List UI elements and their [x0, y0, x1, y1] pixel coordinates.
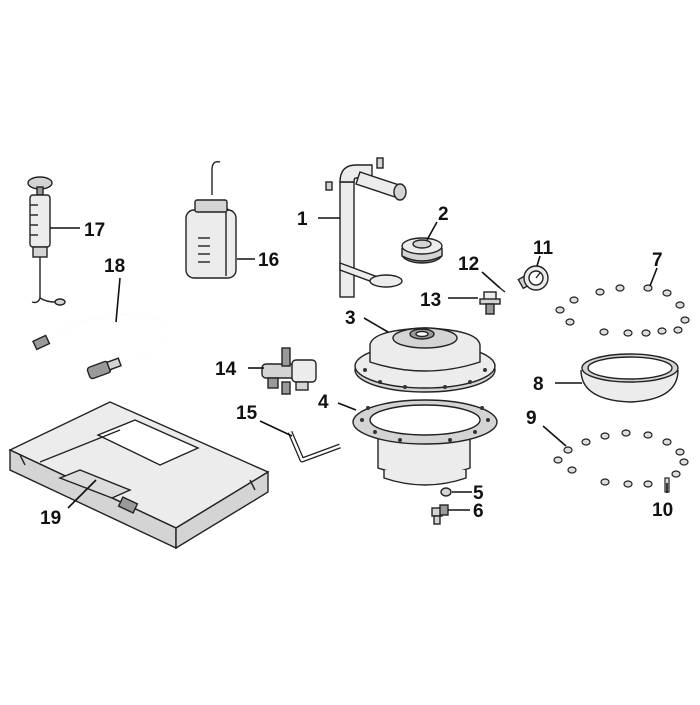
part-6-elbow-fitting [431, 504, 449, 525]
callout-4: 4 [318, 392, 329, 413]
callout-9: 9 [526, 408, 537, 429]
part-19-carry-case [8, 401, 270, 550]
part-17-syringe [27, 176, 66, 306]
callout-16: 16 [258, 250, 279, 271]
callout-11: 11 [533, 238, 554, 259]
part-2-filler-cap [401, 237, 443, 264]
leader-3 [363, 317, 389, 333]
part-9-10-bolts [553, 429, 689, 493]
leader-2 [426, 221, 438, 241]
callout-10: 10 [652, 500, 673, 521]
part-4-bottom-housing [352, 399, 498, 486]
leader-4 [337, 402, 357, 411]
leader-7 [649, 267, 658, 287]
callout-18: 18 [104, 256, 125, 277]
part-1-stand [325, 157, 407, 298]
part-3-top-housing [354, 327, 496, 393]
callout-15: 15 [236, 403, 258, 424]
callout-3: 3 [345, 308, 356, 329]
part-18-hose [32, 313, 170, 380]
callout-19: 19 [40, 508, 61, 529]
part-8-gasket [580, 353, 679, 403]
callout-1: 1 [297, 209, 308, 230]
leader-19 [67, 479, 97, 509]
part-5-plug [440, 487, 452, 497]
callout-12: 12 [458, 254, 479, 275]
callout-14: 14 [215, 359, 237, 380]
leader-12 [481, 271, 501, 289]
leader-9 [542, 425, 567, 447]
callout-labels: 1 2 3 4 5 6 7 8 9 10 11 12 13 14 15 16 1… [40, 204, 673, 529]
callout-5: 5 [473, 483, 484, 504]
callout-2: 2 [438, 204, 449, 225]
part-16-pressure-bottle [185, 160, 237, 279]
callout-7: 7 [652, 250, 663, 271]
part-11-gauge [517, 265, 549, 291]
part-7-bolts [555, 284, 690, 337]
callout-13: 13 [420, 290, 441, 311]
leader-lines [50, 217, 668, 511]
part-12-pin [499, 287, 506, 293]
leader-15 [259, 420, 293, 437]
part-13-valve [479, 291, 501, 315]
part-15-hex-key [287, 431, 341, 463]
leader-18 [115, 277, 121, 323]
callout-17: 17 [84, 220, 105, 241]
part-14-manifold [261, 347, 317, 395]
callout-8: 8 [533, 374, 544, 395]
leader-11 [536, 255, 541, 267]
callout-6: 6 [473, 501, 484, 522]
